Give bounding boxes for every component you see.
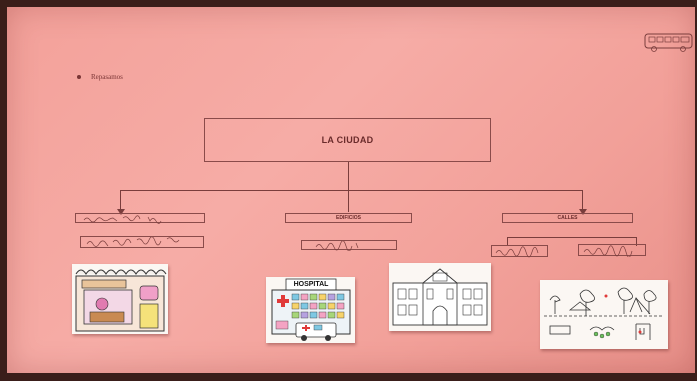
handwriting-scribble [583,245,633,257]
connector-calles-split-l [507,237,508,246]
paper-sheet: Repasamos LA CIUDAD EDIFICIOS CALLES [7,7,695,373]
card-building [389,263,491,331]
card-hospital: HOSPITAL [266,277,355,343]
branch-label-edificios: EDIFICIOS [335,215,361,221]
diagram-root-label: LA CIUDAD [321,135,374,145]
connector-right-drop [582,190,583,212]
arrow-left-icon [117,209,125,215]
branch-box-edificios: EDIFICIOS [285,213,412,223]
hospital-sign: HOSPITAL [293,281,329,288]
connector-vertical-root [348,162,349,190]
card-shop [72,264,168,334]
sub-box-left [80,236,204,248]
card-park [540,280,668,349]
building-illustration [392,268,488,326]
branch-box-left [75,213,205,224]
diagram-root-box: LA CIUDAD [204,118,491,162]
handwriting-scribble [86,237,180,247]
bus-icon [644,33,693,52]
handwriting-scribble [315,241,359,251]
bullet-dot [77,75,81,79]
branch-label-calles: CALLES [557,215,578,221]
sub-box-calles-right [578,244,646,257]
connector-calles-split-h [507,237,637,238]
connector-horizontal-main [120,190,583,191]
park-illustration [544,287,664,340]
hospital-illustration [271,278,351,341]
connector-calles-split-r [636,237,637,246]
shop-illustration [75,269,167,332]
branch-box-calles: CALLES [502,213,633,223]
sub-box-edificios [301,240,397,251]
bullet-text: Repasamos [91,73,123,81]
sub-box-calles-left [491,245,548,258]
connector-mid-drop [348,190,349,212]
connector-left-drop [120,190,121,212]
handwriting-scribble [495,246,539,258]
arrow-right-icon [579,209,587,215]
handwriting-scribble [83,215,162,224]
